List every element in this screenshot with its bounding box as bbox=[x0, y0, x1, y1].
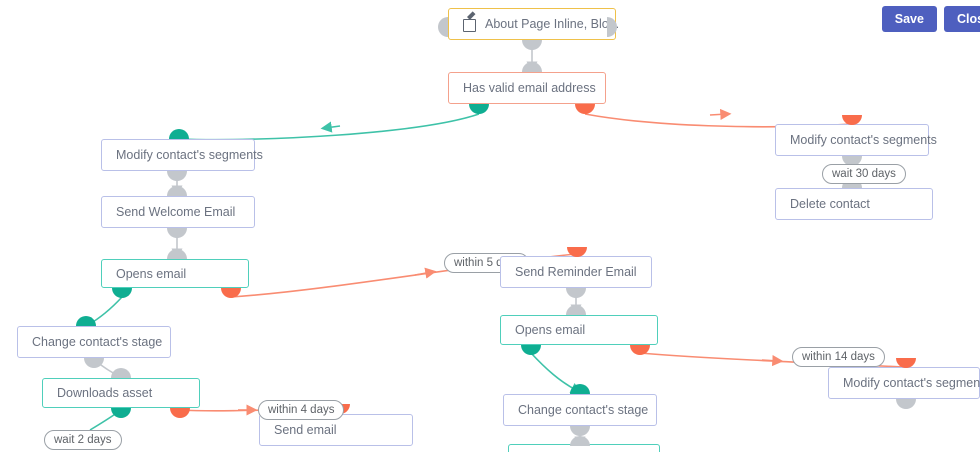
node-label: Send Reminder Email bbox=[515, 265, 637, 279]
node-downloads-asset[interactable]: Downloads asset bbox=[42, 378, 200, 408]
node-label: Send email bbox=[274, 423, 337, 437]
node-send-reminder-email[interactable]: Send Reminder Email bbox=[500, 256, 652, 288]
connector-dot-start-bottom[interactable] bbox=[522, 40, 542, 50]
connector-dot-stage1-top[interactable] bbox=[76, 316, 96, 326]
connector-dot-download-yes[interactable] bbox=[111, 408, 131, 418]
connector-dot-stage1-bottom[interactable] bbox=[84, 358, 104, 368]
node-label: Send Welcome Email bbox=[116, 205, 236, 219]
node-change-contacts-stage-center[interactable]: Change contact's stage bbox=[503, 394, 657, 426]
edit-icon bbox=[463, 18, 476, 32]
node-label: Change contact's stage bbox=[518, 403, 649, 417]
connector-dot-decision1-yes[interactable] bbox=[469, 104, 489, 114]
connector-dot-bottomtrig-top[interactable] bbox=[570, 436, 590, 446]
connector-dot-opens2-yes[interactable] bbox=[521, 345, 541, 355]
node-opens-email-left[interactable]: Opens email bbox=[101, 259, 249, 288]
delay-pill-within-4-days[interactable]: within 4 days bbox=[258, 400, 345, 420]
connector-dot-modseg3-bottom[interactable] bbox=[896, 399, 916, 409]
connector-dot-reminder-top[interactable] bbox=[567, 247, 587, 257]
connector-dot-welcome-bottom[interactable] bbox=[167, 228, 187, 238]
connector-dot-opens1-top[interactable] bbox=[167, 249, 187, 259]
delay-label: wait 30 days bbox=[832, 168, 896, 180]
node-label: Modify contact's segments bbox=[116, 148, 263, 162]
node-label: Change contact's stage bbox=[32, 335, 163, 349]
delay-pill-wait-2-days[interactable]: wait 2 days bbox=[44, 430, 122, 450]
connector-dot-modseg3-top[interactable] bbox=[896, 358, 916, 368]
close-button[interactable]: Close bbox=[943, 6, 980, 32]
node-label: Modify contact's segments bbox=[790, 133, 937, 147]
node-label: About Page Inline, Blo... bbox=[485, 17, 620, 31]
node-label: Opens email bbox=[116, 266, 187, 281]
delay-pill-within-14-days[interactable]: within 14 days bbox=[792, 347, 885, 367]
node-opens-email-center[interactable]: Opens email bbox=[500, 315, 658, 345]
node-label: Modify contact's segments bbox=[843, 376, 980, 390]
connector-dot-modseg2-top[interactable] bbox=[842, 115, 862, 125]
toolbar: Save Close bbox=[881, 6, 980, 32]
connector-dot-modseg1-bottom[interactable] bbox=[167, 171, 187, 181]
save-button[interactable]: Save bbox=[881, 6, 937, 32]
node-label: Has valid email address bbox=[463, 81, 596, 95]
node-modify-contacts-segments-bottom-right[interactable]: Modify contact's segments bbox=[828, 367, 980, 399]
connector-dot-decision1-no[interactable] bbox=[575, 104, 595, 114]
node-send-welcome-email[interactable]: Send Welcome Email bbox=[101, 196, 255, 228]
delay-label: within 4 days bbox=[268, 404, 335, 416]
connector-dot-opens2-no[interactable] bbox=[630, 345, 650, 355]
delay-label: within 14 days bbox=[802, 351, 875, 363]
node-start-about-page[interactable]: About Page Inline, Blo... bbox=[448, 8, 620, 40]
node-label: Delete contact bbox=[790, 197, 870, 211]
delay-pill-wait-30-days[interactable]: wait 30 days bbox=[822, 164, 906, 184]
node-label: Opens email bbox=[515, 323, 586, 337]
node-modify-contacts-segments-right[interactable]: Modify contact's segments bbox=[775, 124, 937, 156]
connector-dot-start-right[interactable] bbox=[607, 17, 617, 37]
connector-dot-reminder-bottom[interactable] bbox=[566, 288, 586, 298]
node-change-contacts-stage-left[interactable]: Change contact's stage bbox=[17, 326, 171, 358]
connector-dot-modseg1-top[interactable] bbox=[169, 129, 189, 139]
connector-dot-opens2-top[interactable] bbox=[566, 305, 586, 315]
node-has-valid-email-address[interactable]: Has valid email address bbox=[448, 72, 606, 104]
connector-dot-welcome-top[interactable] bbox=[167, 186, 187, 196]
node-modify-contacts-segments-left[interactable]: Modify contact's segments bbox=[101, 139, 263, 171]
node-delete-contact[interactable]: Delete contact bbox=[775, 188, 933, 220]
connector-dot-decision1-top[interactable] bbox=[522, 62, 542, 72]
delay-label: wait 2 days bbox=[54, 434, 112, 446]
connector-dot-opens1-no[interactable] bbox=[221, 288, 241, 298]
connector-dot-download-top[interactable] bbox=[111, 368, 131, 378]
connector-dot-start-left[interactable] bbox=[438, 17, 448, 37]
connector-dot-opens1-yes[interactable] bbox=[112, 288, 132, 298]
connector-dot-stage2-top[interactable] bbox=[570, 384, 590, 394]
connector-dot-stage2-bottom[interactable] bbox=[570, 426, 590, 436]
node-label: Downloads asset bbox=[57, 386, 153, 400]
connector-dot-download-no[interactable] bbox=[170, 408, 190, 418]
